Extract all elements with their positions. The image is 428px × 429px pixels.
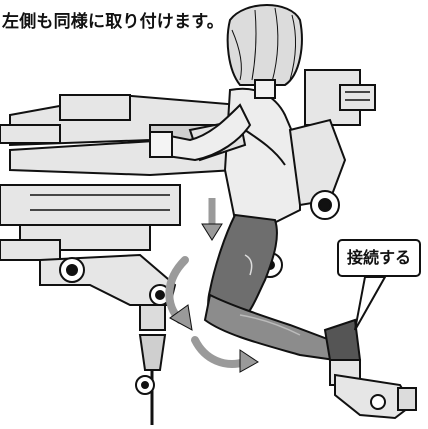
character-arm: [149, 103, 252, 162]
weapon-part: [0, 93, 241, 261]
stand-base: [334, 373, 417, 420]
character-head: [226, 4, 303, 99]
stand-arm: [39, 253, 177, 425]
down-arrow-icon: [201, 198, 223, 241]
callout-pointer-icon: [354, 276, 387, 331]
mechanical-backpack: [257, 69, 376, 278]
instruction-text: 左側も同様に取り付けます。: [2, 12, 224, 32]
rotate-arrow-icon: [165, 256, 259, 373]
callout-label: 接続する: [337, 239, 421, 277]
